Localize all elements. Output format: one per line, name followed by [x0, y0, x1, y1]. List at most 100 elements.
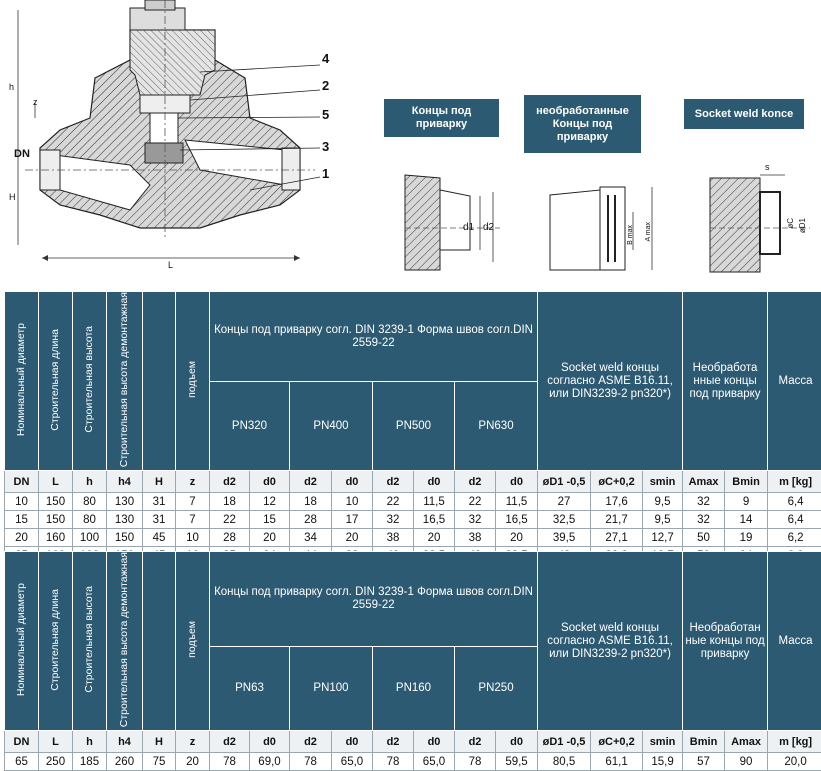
- table-cell: 27,1: [591, 529, 643, 547]
- table-cell: 185: [73, 753, 107, 771]
- callout-1: 1: [322, 167, 329, 181]
- table-cell: 15,9: [643, 753, 683, 771]
- header-height-dismount: Строительная высота демонтажная: [107, 552, 143, 731]
- table-cell: 22: [455, 493, 496, 511]
- symbol-cell: h4: [107, 731, 143, 753]
- header-blank: [143, 552, 176, 731]
- header-weld-ends: Концы под приварку согл. DIN 3239-1 Форм…: [210, 292, 538, 382]
- table-cell: 20: [332, 529, 373, 547]
- symbol-cell: øD1 -0,5: [538, 471, 591, 493]
- dim-DN: DN: [14, 148, 30, 160]
- table-cell: 6,2: [768, 529, 821, 547]
- symbol-cell: DN: [5, 731, 39, 753]
- symbol-cell: d0: [414, 731, 455, 753]
- callout-2: 2: [322, 79, 329, 93]
- table-cell: 100: [73, 529, 107, 547]
- symbol-cell: h: [73, 471, 107, 493]
- table-cell: 59,5: [496, 753, 538, 771]
- symbol-cell: Bmin: [725, 471, 768, 493]
- table-cell: 22: [373, 493, 414, 511]
- table-cell: 9,5: [643, 511, 683, 529]
- table-cell: 14: [725, 511, 768, 529]
- symbol-cell: d2: [455, 731, 496, 753]
- symbol-cell: Bmin: [683, 731, 725, 753]
- table-cell: 28: [210, 529, 250, 547]
- table-cell: 18: [210, 493, 250, 511]
- symbol-cell: smin: [643, 731, 683, 753]
- header-pn63: PN63: [210, 646, 290, 730]
- table-cell: 9: [725, 493, 768, 511]
- table-cell: 19: [725, 529, 768, 547]
- header-pn400: PN400: [290, 382, 373, 471]
- dim-d2: d2: [483, 222, 494, 233]
- header-pn160: PN160: [373, 646, 455, 730]
- table-cell: 17,6: [591, 493, 643, 511]
- table-cell: 18: [290, 493, 332, 511]
- callout-3: 3: [322, 140, 329, 154]
- symbol-cell: øC+0,2: [591, 731, 643, 753]
- header-raw-ends: Необработа нные концы под приварку: [683, 292, 768, 471]
- table-cell: 15: [250, 511, 290, 529]
- table-cell: 65,0: [332, 753, 373, 771]
- header-lift: подъем: [176, 552, 210, 731]
- table-cell: 250: [39, 753, 73, 771]
- dim-s: s: [765, 162, 770, 172]
- symbol-cell: d0: [332, 731, 373, 753]
- dim-H: H: [9, 192, 16, 202]
- table-cell: 78: [373, 753, 414, 771]
- table-cell: 10: [332, 493, 373, 511]
- header-socket-weld: Socket weld концы согласно ASME B16.11, …: [538, 552, 683, 731]
- header-height: Строительная высота: [73, 552, 107, 731]
- header-socket-weld: Socket weld концы согласно ASME B16.11, …: [538, 292, 683, 471]
- symbol-cell: d2: [210, 731, 250, 753]
- header-lift: подъем: [176, 292, 210, 471]
- table-cell: 20,0: [768, 753, 821, 771]
- symbol-cell: L: [39, 471, 73, 493]
- table-cell: 34: [290, 529, 332, 547]
- symbol-cell: H: [143, 471, 176, 493]
- symbol-cell: øC+0,2: [591, 471, 643, 493]
- table-cell: 31: [143, 493, 176, 511]
- table-cell: 12,7: [643, 529, 683, 547]
- dim-h: h: [9, 82, 14, 92]
- valve-section-drawing: [0, 0, 821, 288]
- header-pn500: PN500: [373, 382, 455, 471]
- table-cell: 260: [107, 753, 143, 771]
- header-blank: [143, 292, 176, 471]
- label-weld-ends: Концы под приварку: [384, 99, 499, 137]
- table-cell: 20: [176, 753, 210, 771]
- table-cell: 80,5: [538, 753, 591, 771]
- header-mass: Масса: [768, 292, 821, 471]
- table-cell: 69,0: [250, 753, 290, 771]
- table-cell: 39,5: [538, 529, 591, 547]
- table-cell: 10: [5, 493, 39, 511]
- symbol-cell: d0: [332, 471, 373, 493]
- header-nominal-diameter: Номинальный диаметр: [5, 292, 39, 471]
- symbol-cell: d2: [373, 471, 414, 493]
- symbol-cell: H: [143, 731, 176, 753]
- table-cell: 65,0: [414, 753, 455, 771]
- spec-table-low-pressure: Номинальный диаметр Строительная длина С…: [4, 551, 821, 771]
- dim-L: L: [168, 260, 173, 270]
- symbol-cell: d2: [455, 471, 496, 493]
- table-cell: 38: [373, 529, 414, 547]
- table-cell: 130: [107, 493, 143, 511]
- symbol-cell: øD1 -0,5: [538, 731, 591, 753]
- header-pn100: PN100: [290, 646, 373, 730]
- table-cell: 80: [73, 511, 107, 529]
- header-length: Строительная длина: [39, 292, 73, 471]
- table-cell: 27: [538, 493, 591, 511]
- table-cell: 78: [290, 753, 332, 771]
- table-cell: 75: [143, 753, 176, 771]
- table-cell: 130: [107, 511, 143, 529]
- table-cell: 7: [176, 511, 210, 529]
- table-cell: 6,4: [768, 493, 821, 511]
- table-cell: 57: [683, 753, 725, 771]
- table-cell: 61,1: [591, 753, 643, 771]
